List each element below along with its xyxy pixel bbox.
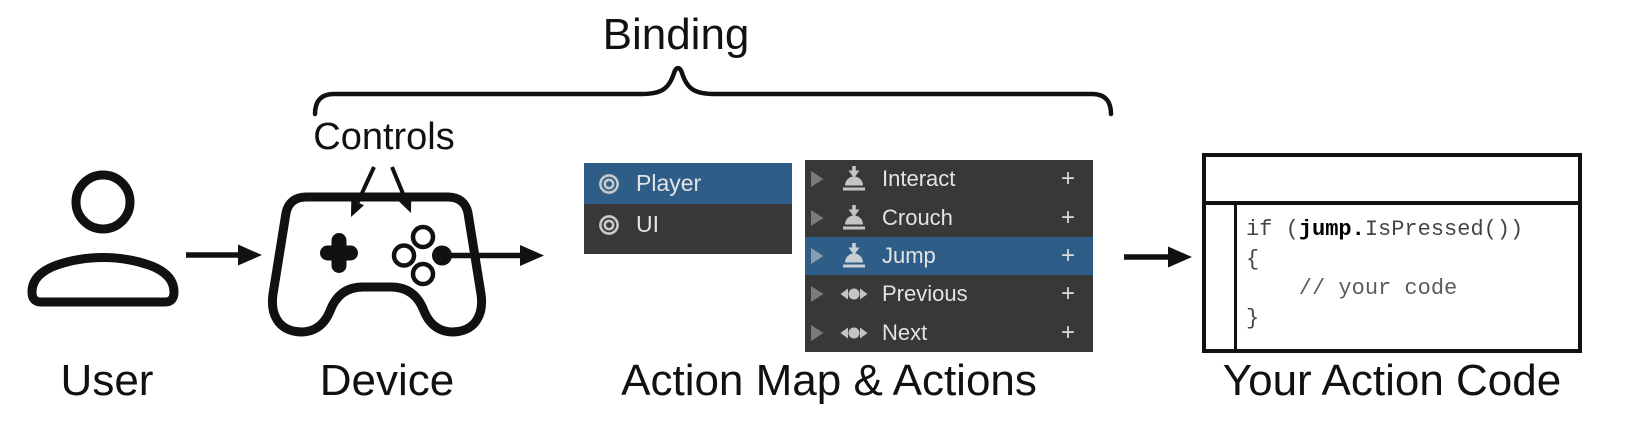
action-map-name: UI (636, 211, 659, 237)
action-row-crouch[interactable]: Crouch + (805, 198, 1093, 236)
action-row-jump[interactable]: Jump + (805, 236, 1093, 276)
action-maps-panel: Player UI (584, 163, 792, 254)
axis-action-icon (840, 320, 868, 346)
user-label: User (60, 356, 154, 405)
action-map-row-ui[interactable]: UI (584, 204, 792, 245)
action-row-previous[interactable]: Previous + (805, 275, 1093, 313)
code-content: if (jump.IsPressed()) { // your code } (1237, 205, 1578, 349)
binding-brace (312, 65, 1114, 117)
foldout-arrow-icon[interactable] (811, 209, 824, 226)
action-row-interact[interactable]: Interact + (805, 160, 1093, 198)
foldout-arrow-icon[interactable] (811, 248, 824, 265)
button-action-icon (840, 166, 868, 192)
jump-variable: jump. (1298, 217, 1365, 242)
code-comment-line: // your code (1246, 276, 1458, 301)
code-gutter (1206, 205, 1237, 349)
dpad-icon (331, 233, 347, 273)
device-label: Device (319, 356, 455, 405)
face-button-east-pressed (432, 245, 452, 266)
face-button-north (410, 224, 436, 250)
controls-pointer-arrows (351, 166, 412, 217)
code-window: if (jump.IsPressed()) { // your code } (1202, 153, 1582, 353)
add-binding-button[interactable]: + (1060, 242, 1075, 270)
add-binding-button[interactable]: + (1060, 280, 1075, 308)
gamepad-icon (267, 192, 487, 337)
action-map-row-player[interactable]: Player (584, 163, 792, 204)
action-map-label: Action Map & Actions (621, 356, 1037, 405)
binding-label: Binding (602, 10, 750, 59)
add-binding-button[interactable]: + (1060, 318, 1075, 346)
action-name: Next (882, 319, 928, 345)
action-map-icon (599, 214, 619, 235)
foldout-arrow-icon[interactable] (811, 324, 824, 341)
button-action-icon (840, 243, 868, 269)
face-button-south (410, 261, 436, 287)
action-name: Crouch (882, 204, 953, 230)
code-window-titlebar (1206, 157, 1578, 205)
arrow-action-to-code (1124, 246, 1192, 268)
action-name: Interact (882, 166, 956, 192)
code-line: if (jump.IsPressed()) (1246, 217, 1524, 242)
button-action-icon (840, 204, 868, 231)
action-name: Jump (882, 243, 936, 269)
user-icon (27, 170, 179, 307)
axis-action-icon (840, 281, 868, 307)
code-line: { (1246, 246, 1260, 272)
actions-panel: Interact + Crouch + (805, 160, 1093, 352)
action-name: Previous (882, 281, 968, 307)
action-code-label: Your Action Code (1222, 356, 1562, 405)
controls-label: Controls (313, 116, 455, 158)
foldout-arrow-icon[interactable] (811, 171, 824, 188)
action-row-next[interactable]: Next + (805, 314, 1093, 352)
action-map-name: Player (636, 170, 702, 196)
add-binding-button[interactable]: + (1060, 203, 1075, 231)
action-map-icon (599, 173, 619, 194)
add-binding-button[interactable]: + (1060, 165, 1075, 193)
foldout-arrow-icon[interactable] (811, 286, 824, 303)
code-line: } (1246, 305, 1260, 331)
face-button-west (391, 243, 417, 268)
arrow-user-to-device (186, 244, 262, 266)
arrow-device-to-actionmap (450, 245, 544, 266)
